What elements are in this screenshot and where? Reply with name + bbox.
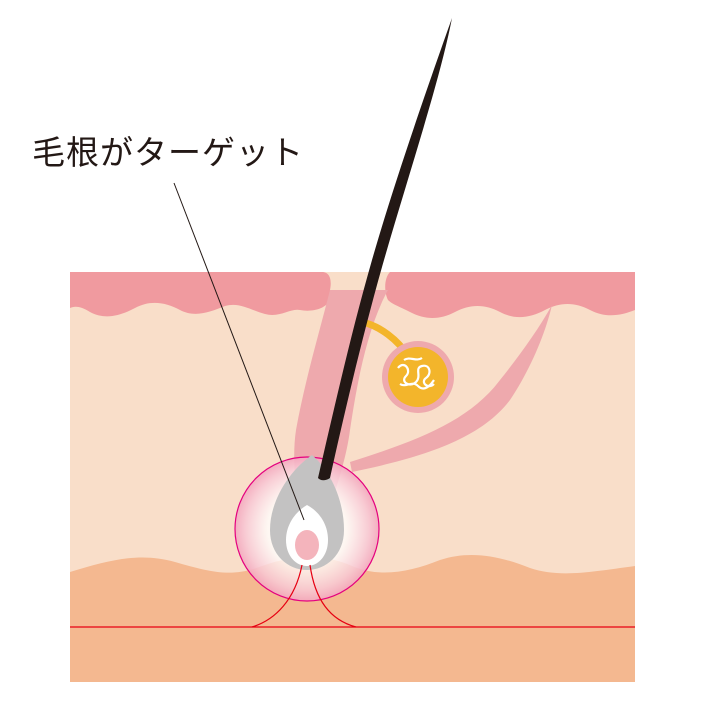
target-label: 毛根がターゲット (32, 133, 304, 172)
target-ring (234, 456, 380, 602)
blood-vessel-branch-right (309, 564, 357, 628)
sebaceous-gland-texture (397, 357, 435, 390)
dermal-papilla (295, 530, 319, 560)
epidermis-layer-right (385, 272, 635, 318)
leader-line (173, 182, 305, 521)
epidermis-layer (70, 272, 331, 317)
subcutaneous-layer (70, 554, 635, 682)
arrector-pili-muscle (350, 305, 552, 472)
hair-shaft (318, 18, 452, 481)
blood-vessel-branch-left (251, 564, 303, 628)
